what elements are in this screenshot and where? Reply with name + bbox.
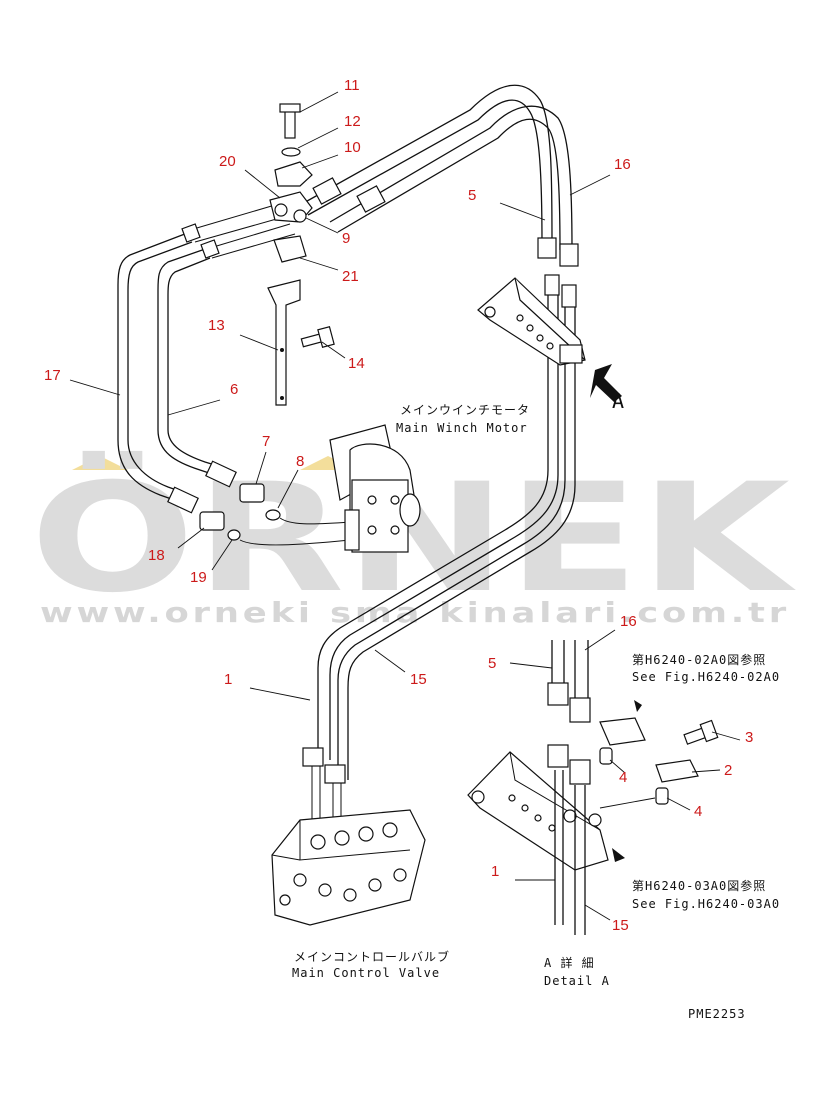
callout-numbers: 11 12 10 20 9 21 13 14 17 6 7 8 18 19 5 … (44, 77, 753, 934)
motor-label-en: Main Winch Motor (396, 421, 528, 435)
o-ring-19 (227, 529, 241, 541)
pipe-bracket-main (477, 274, 586, 366)
valve-label-jp: メインコントロールバルブ (294, 949, 450, 964)
ref-b-en: See Fig.H6240-03A0 (632, 897, 780, 911)
clamp-assembly (269, 103, 313, 263)
clamp-10 (274, 161, 313, 187)
callout-7: 7 (262, 433, 270, 450)
callout-20: 20 (219, 153, 236, 170)
o-ring-8 (265, 509, 281, 521)
callout-15: 15 (410, 671, 427, 688)
watermark: ÖRNEK www.orneki sma kinalari.com.tr (30, 450, 796, 629)
callout-3: 3 (745, 729, 753, 746)
callout-18: 18 (148, 547, 165, 564)
callout-1b: 1 (491, 863, 499, 880)
main-winch-motor (329, 424, 421, 553)
watermark-brand: ÖRNEK (30, 450, 796, 626)
callout-16b: 16 (620, 613, 637, 630)
callout-4a: 4 (619, 769, 627, 786)
callout-5b: 5 (488, 655, 496, 672)
bracket-13 (267, 279, 301, 406)
bolt-11-head (279, 103, 301, 113)
hose-17-6 (117, 204, 296, 514)
callout-9: 9 (342, 230, 350, 247)
fitting-7 (239, 483, 265, 503)
drawing-number: PME2253 (688, 1007, 746, 1021)
callout-14: 14 (348, 355, 365, 372)
clamp-2 (655, 759, 699, 783)
callout-4b: 4 (694, 803, 702, 820)
captions: メインウインチモータ Main Winch Motor メインコントロールバルブ… (292, 403, 780, 1021)
watermark-url: www.orneki sma kinalari.com.tr (40, 596, 790, 629)
callout-19: 19 (190, 569, 207, 586)
fitting-18 (199, 511, 225, 531)
callout-11: 11 (344, 77, 360, 94)
callout-21: 21 (342, 268, 359, 285)
bolt-14 (300, 326, 335, 348)
detail-a (467, 640, 719, 935)
motor-label-jp: メインウインチモータ (400, 403, 530, 417)
detail-label-jp: A 詳 細 (544, 955, 595, 970)
callout-6: 6 (230, 381, 238, 398)
clamp-21 (273, 235, 307, 263)
callout-15b: 15 (612, 917, 629, 934)
clamp-small (599, 717, 646, 746)
hose-5-16-arch (299, 84, 579, 267)
callout-16: 16 (614, 156, 631, 173)
callout-12: 12 (344, 113, 361, 130)
main-control-valve (271, 809, 426, 926)
spacer-4a (599, 747, 613, 765)
ref-a-en: See Fig.H6240-02A0 (632, 670, 780, 684)
ref-b-jp: 第H6240-03A0図参照 (632, 878, 766, 893)
washer-12 (281, 147, 301, 157)
valve-ports (279, 822, 407, 906)
callout-1: 1 (224, 671, 232, 688)
view-arrow-a: A (590, 364, 624, 413)
watermark-accent-left (72, 456, 128, 470)
view-arrow-label: A (612, 389, 624, 413)
spacer-4b (655, 787, 669, 805)
callout-8: 8 (296, 453, 304, 470)
callout-2: 2 (724, 762, 732, 779)
callout-17: 17 (44, 367, 61, 384)
ref-a-jp: 第H6240-02A0図参照 (632, 652, 766, 667)
valve-label-en: Main Control Valve (292, 966, 440, 980)
callout-13: 13 (208, 317, 225, 334)
callout-5: 5 (468, 187, 476, 204)
fittings-left (199, 483, 351, 546)
callout-10: 10 (344, 139, 361, 156)
detail-label-en: Detail A (544, 974, 610, 988)
leader-lines (69, 91, 741, 921)
